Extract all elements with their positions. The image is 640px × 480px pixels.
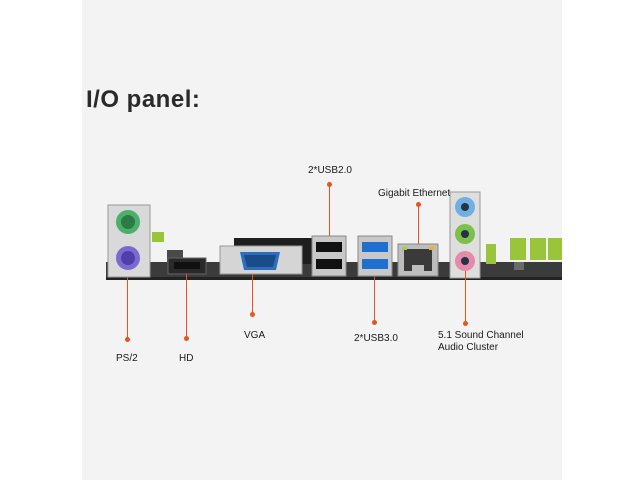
ethernet-port xyxy=(397,243,439,277)
ps2-label: PS/2 xyxy=(116,353,138,364)
audio-leader-dot xyxy=(463,321,468,326)
io-panel-illustration xyxy=(106,191,562,280)
vga-leader-dot xyxy=(250,312,255,317)
ps2-port xyxy=(107,204,151,278)
hd-label: HD xyxy=(179,353,194,364)
component xyxy=(152,232,164,242)
usb2-label: 2*USB2.0 xyxy=(308,165,352,176)
ps2-leader-dot xyxy=(125,337,130,342)
hd-leader-dot xyxy=(184,336,189,341)
vga-label: VGA xyxy=(244,330,266,341)
ethernet-label: Gigabit Ethernet xyxy=(378,188,451,199)
ethernet-leader-line xyxy=(418,204,419,244)
usb2-ports xyxy=(311,235,347,277)
hdmi-port xyxy=(167,257,207,275)
page-title: I/O panel: xyxy=(86,86,201,113)
diagram-canvas: I/O panel: xyxy=(82,0,562,480)
vga-leader-line xyxy=(252,274,253,314)
usb3-label: 2*USB3.0 xyxy=(354,333,398,344)
usb3-leader-dot xyxy=(372,320,377,325)
pcb-edge xyxy=(106,277,562,280)
audio-label-line1: 5.1 Sound Channel xyxy=(438,330,524,341)
usb3-leader-line xyxy=(374,276,375,322)
audio-cluster xyxy=(449,191,481,279)
audio-leader-line xyxy=(465,271,466,323)
usb3-ports xyxy=(357,235,393,277)
hd-leader-line xyxy=(186,274,187,338)
capacitors xyxy=(486,238,562,270)
vga-port xyxy=(219,245,303,275)
audio-label-line2: Audio Cluster xyxy=(438,342,499,353)
usb2-leader-line xyxy=(329,184,330,236)
ps2-leader-line xyxy=(127,277,128,339)
